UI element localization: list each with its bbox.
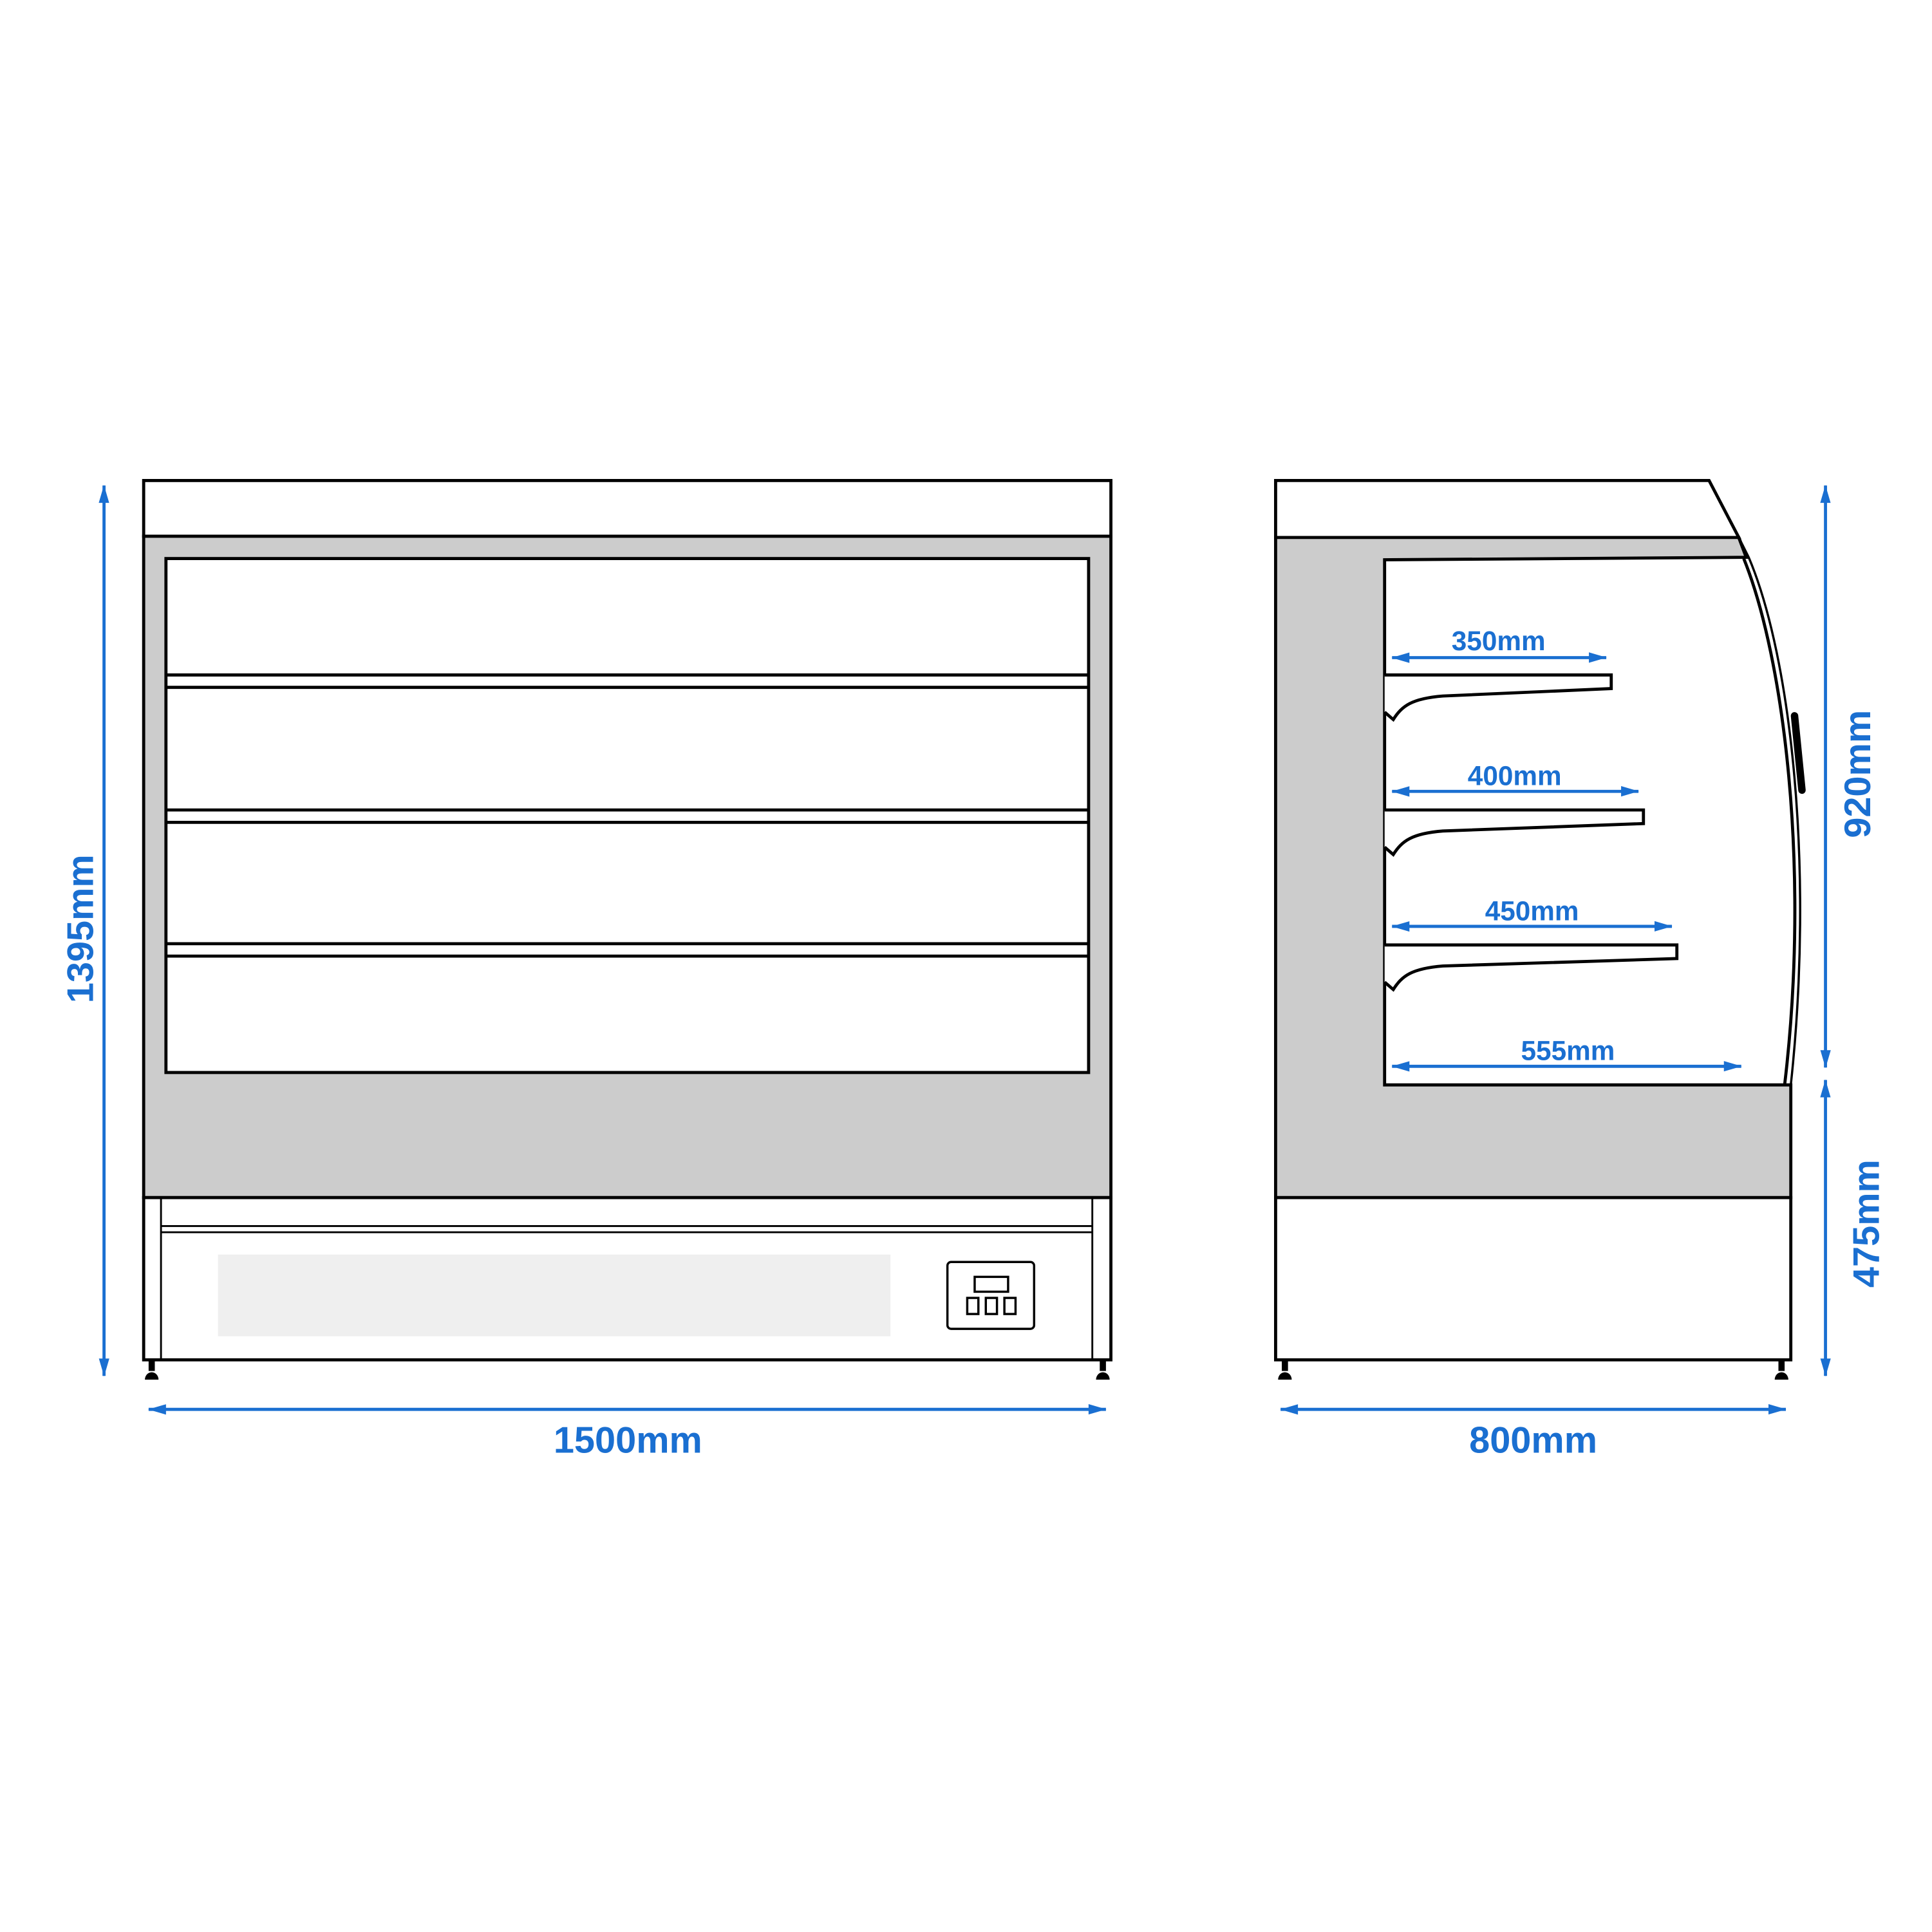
side-shelf-1 bbox=[1383, 673, 1613, 722]
dimension-label: 800mm bbox=[1469, 1420, 1597, 1461]
side-shelf-2 bbox=[1383, 808, 1646, 857]
dimension-shelf-3: 450mm bbox=[1391, 896, 1673, 932]
front-display-opening bbox=[164, 557, 1091, 1074]
dimension-label: 350mm bbox=[1452, 626, 1546, 656]
front-top-canopy bbox=[142, 478, 1112, 538]
foot-icon bbox=[1096, 1360, 1110, 1380]
dimension-upper-height: 920mm bbox=[1820, 485, 1879, 1068]
dimension-label: 1500mm bbox=[554, 1420, 702, 1461]
dimension-front-height: 1395mm bbox=[60, 485, 109, 1376]
dimension-front-width: 1500mm bbox=[148, 1403, 1107, 1461]
side-base bbox=[1274, 1196, 1793, 1362]
foot-icon bbox=[1774, 1360, 1788, 1380]
handle-icon bbox=[1790, 712, 1806, 794]
dimension-lower-height: 475mm bbox=[1820, 1079, 1887, 1376]
dimension-label: 555mm bbox=[1521, 1036, 1615, 1066]
front-view bbox=[142, 478, 1112, 1380]
control-panel-icon bbox=[946, 1261, 1036, 1330]
front-shelves bbox=[165, 673, 1089, 958]
side-top-canopy bbox=[1274, 478, 1741, 539]
side-view bbox=[1274, 478, 1806, 1380]
foot-icon bbox=[1278, 1360, 1292, 1380]
glass-front-outer bbox=[1738, 537, 1801, 1085]
dimension-label: 1395mm bbox=[60, 854, 101, 1003]
dimension-label: 400mm bbox=[1468, 761, 1562, 791]
dimension-label: 920mm bbox=[1837, 710, 1879, 838]
glass-front-inner bbox=[1742, 558, 1797, 1085]
dimension-base-depth: 555mm bbox=[1391, 1036, 1742, 1072]
dimension-shelf-1: 350mm bbox=[1391, 626, 1607, 663]
dimension-shelf-2: 400mm bbox=[1391, 761, 1639, 797]
dimension-label: 450mm bbox=[1485, 896, 1579, 926]
dimension-side-depth: 800mm bbox=[1280, 1403, 1787, 1461]
side-shelf-3 bbox=[1383, 943, 1679, 992]
label-strip bbox=[218, 1254, 891, 1336]
dimension-label: 475mm bbox=[1846, 1159, 1887, 1288]
foot-icon bbox=[145, 1360, 159, 1380]
